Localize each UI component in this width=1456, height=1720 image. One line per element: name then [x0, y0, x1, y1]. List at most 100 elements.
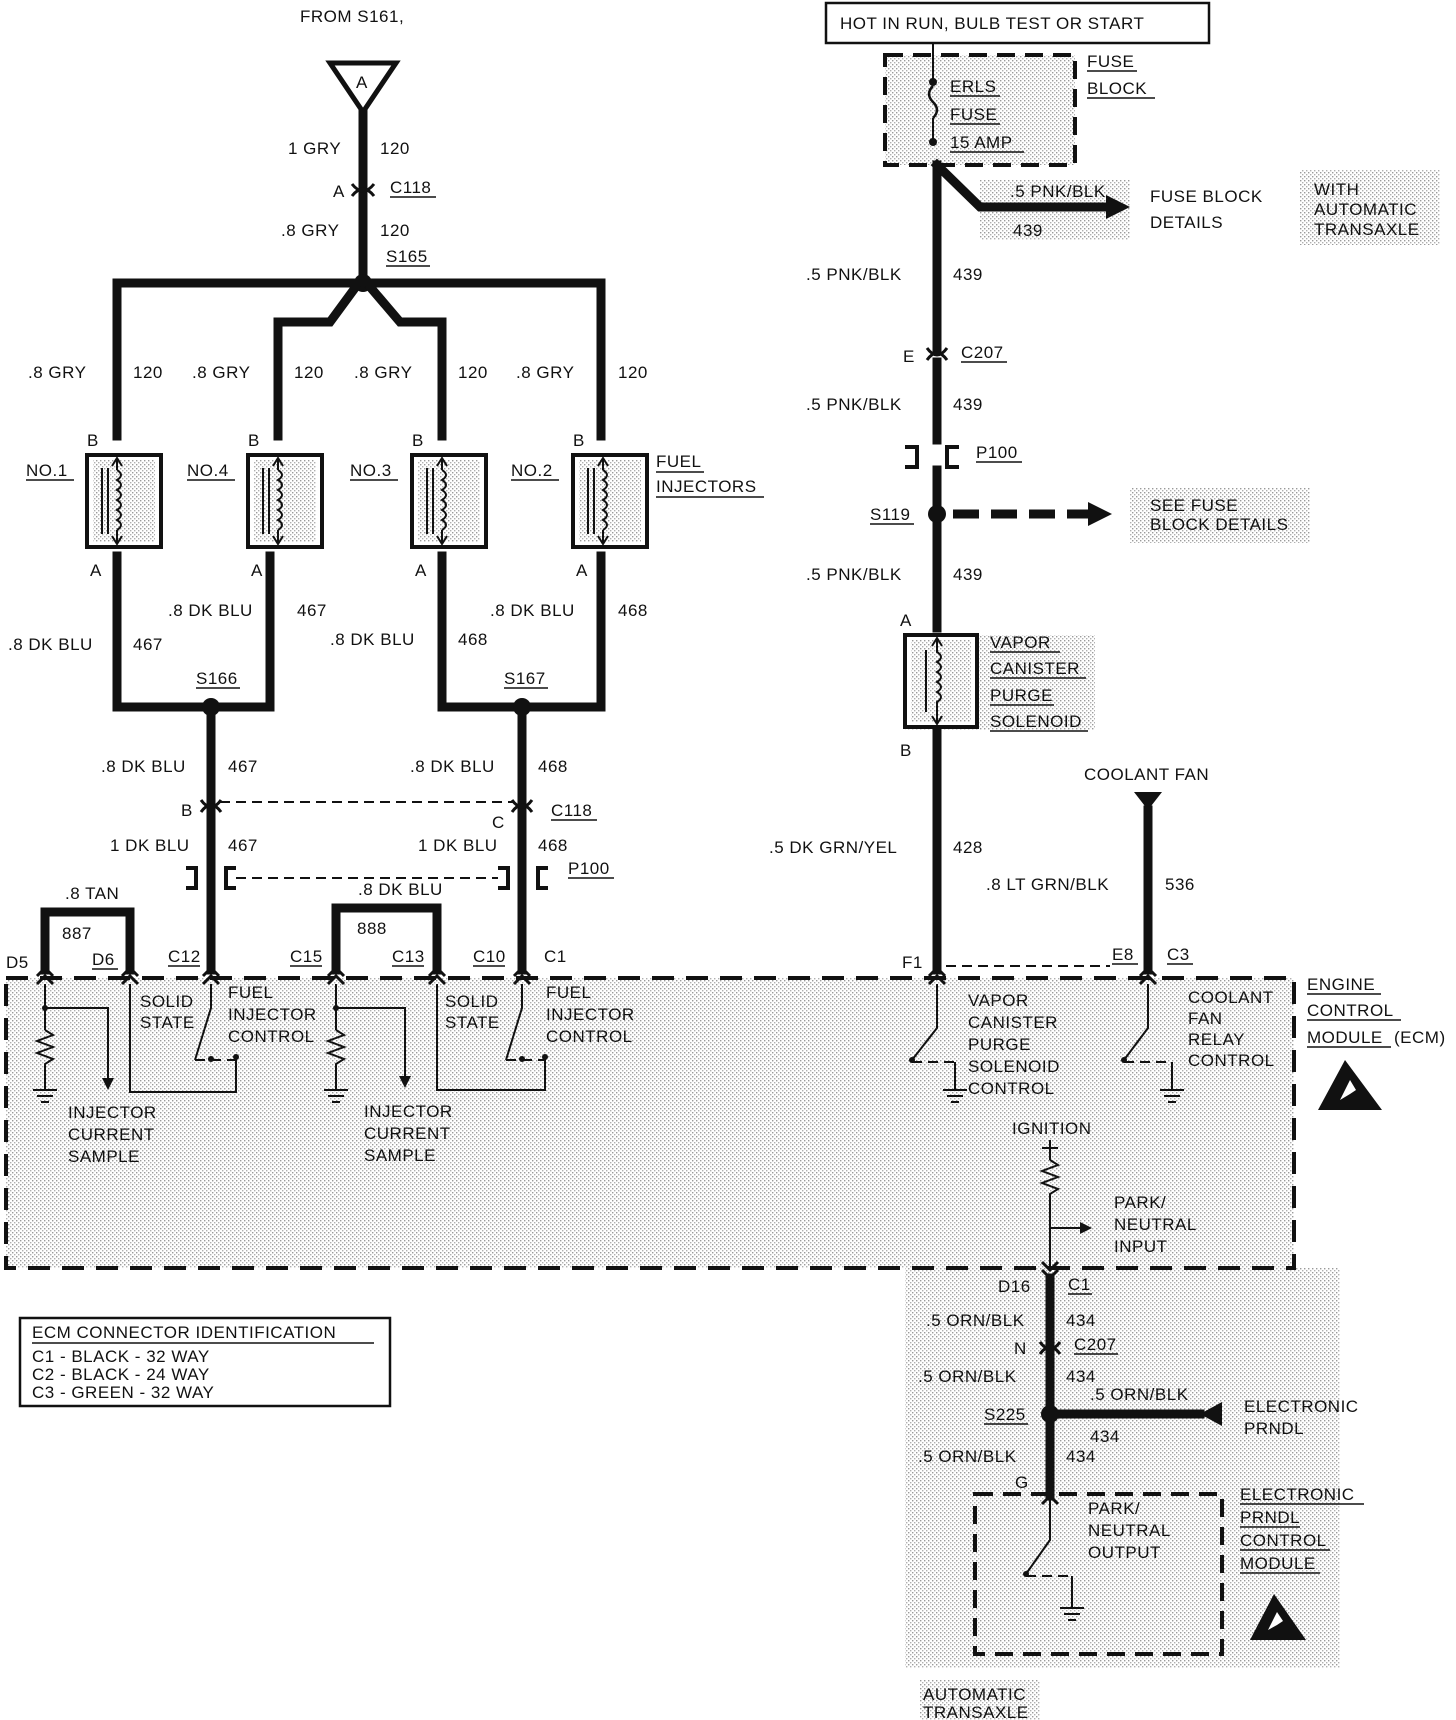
inj2-out-size: .8 DK BLU — [490, 601, 575, 620]
branch3-size: .8 GRY — [354, 363, 412, 382]
fuel-injectors-title-1: FUEL — [656, 452, 701, 471]
injector-no1-name: NO.1 — [26, 461, 68, 480]
ics-1a: INJECTOR — [68, 1103, 157, 1122]
c118-top-label: C118 — [390, 178, 431, 197]
injector-no1-pin-b: B — [87, 431, 99, 450]
pin-c13: C13 — [392, 947, 425, 966]
s166-label: S166 — [196, 669, 238, 688]
injector-no4-name: NO.4 — [187, 461, 229, 480]
c118-top-connector — [350, 183, 376, 197]
see-fuse-shade — [1130, 488, 1310, 543]
fuel-injectors-title-2: INJECTORS — [656, 477, 757, 496]
fbd-wire-num: 439 — [1013, 221, 1043, 240]
branch4-size: .8 GRY — [516, 363, 574, 382]
hot-in-run-label: HOT IN RUN, BULB TEST OR START — [840, 14, 1144, 33]
wire-8gry-num: 120 — [380, 221, 410, 240]
esd-warning-icon-2 — [1250, 1594, 1306, 1640]
hot-in-run-box — [824, 1, 1211, 45]
with-auto-shade — [1300, 170, 1440, 245]
mod-3: CONTROL — [1240, 1531, 1327, 1550]
vcps-label-4: SOLENOID — [990, 712, 1082, 731]
auto-trans-shade — [920, 1680, 1040, 1720]
cf-2: FAN — [1188, 1009, 1223, 1028]
mod-1: ELECTRONIC — [1240, 1485, 1355, 1504]
fuse-block-shade — [885, 55, 1075, 165]
solid-state-1a: SOLID — [140, 992, 194, 1011]
g-label: G — [1015, 1473, 1029, 1492]
ecm-shaded-area — [6, 978, 1294, 1268]
connector-id-row-1: C1 - BLACK - 32 WAY — [32, 1347, 210, 1366]
w467b-num: 467 — [228, 836, 258, 855]
p100-right-conn-1 — [905, 445, 919, 469]
mod-4: MODULE — [1240, 1554, 1316, 1573]
terminal-a-triangle — [325, 60, 401, 117]
connector-id-title: ECM CONNECTOR IDENTIFICATION — [32, 1323, 336, 1342]
c207-right-pin: E — [903, 347, 915, 366]
branch4-num: 120 — [618, 363, 648, 382]
fic-2c: CONTROL — [546, 1027, 633, 1046]
orn-1-size: .5 ORN/BLK — [926, 1311, 1025, 1330]
ecm-title-3: MODULE — [1307, 1028, 1383, 1047]
cf-1: COOLANT — [1188, 988, 1274, 1007]
ics-2b: CURRENT — [364, 1124, 451, 1143]
vpc-1: VAPOR — [968, 991, 1029, 1010]
mod-2: PRNDL — [1240, 1508, 1300, 1527]
pin-e8: E8 — [1112, 945, 1134, 964]
pin-c1: C1 — [544, 947, 567, 966]
fuse-block-label-2: BLOCK — [1087, 79, 1147, 98]
ics-2c: SAMPLE — [364, 1146, 436, 1165]
pno-3: OUTPUT — [1088, 1543, 1161, 1562]
tan-num: 887 — [62, 924, 92, 943]
s167-label: S167 — [504, 669, 546, 688]
c207-right-connector — [925, 347, 949, 361]
pnk-2-num: 439 — [953, 395, 983, 414]
vpc-4: SOLENOID — [968, 1057, 1060, 1076]
pin-c10: C10 — [473, 947, 506, 966]
pin-d6: D6 — [92, 950, 115, 969]
fuse-rating: 15 AMP — [950, 133, 1013, 152]
injector-no2-pin-b: B — [573, 431, 585, 450]
s225-wire-num: 434 — [1090, 1427, 1120, 1446]
fic-2a: FUEL — [546, 983, 591, 1002]
injector-no2: B A NO.2 — [511, 431, 649, 580]
s225-wire-size: .5 ORN/BLK — [1090, 1385, 1189, 1404]
ics-1c: SAMPLE — [68, 1147, 140, 1166]
c118-lower-c — [510, 799, 534, 813]
cf-4: CONTROL — [1188, 1051, 1275, 1070]
p100-right-bracket-1 — [498, 866, 510, 890]
orn-1-num: 434 — [1066, 1311, 1096, 1330]
inj1-out-num: 467 — [133, 635, 163, 654]
ics-1b: CURRENT — [68, 1125, 155, 1144]
with-auto-1: WITH — [1314, 180, 1359, 199]
coolant-fan-label: COOLANT FAN — [1084, 765, 1209, 784]
fic-1a: FUEL — [228, 983, 273, 1002]
injector-no2-name: NO.2 — [511, 461, 553, 480]
fbd-label-1: FUSE BLOCK — [1150, 187, 1263, 206]
pnk-3-size: .5 PNK/BLK — [806, 565, 902, 584]
eprndl-1: ELECTRONIC — [1244, 1397, 1359, 1416]
vcps-label-1: VAPOR — [990, 633, 1051, 652]
prndl-module-box — [973, 1492, 1224, 1656]
solid-state-2b: STATE — [445, 1013, 500, 1032]
vcps-label-2: CANISTER — [990, 659, 1080, 678]
eprndl-2: PRNDL — [1244, 1419, 1304, 1438]
fic-1c: CONTROL — [228, 1027, 315, 1046]
auto-trans-2: TRANSAXLE — [923, 1703, 1029, 1720]
orn-3-num: 434 — [1066, 1447, 1096, 1466]
injector-no4-pin-b: B — [248, 431, 260, 450]
vcps-label-3: PURGE — [990, 686, 1053, 705]
pno-2: NEUTRAL — [1088, 1521, 1171, 1540]
branch2-num: 120 — [294, 363, 324, 382]
c207-trans-connector — [1038, 1341, 1062, 1355]
auto-trans-1: AUTOMATIC — [923, 1685, 1026, 1704]
injector-no3-pin-a: A — [415, 561, 427, 580]
injector-no1: B A NO.1 — [26, 431, 163, 580]
solid-state-2a: SOLID — [445, 992, 499, 1011]
injector-no4-pin-a: A — [251, 561, 263, 580]
w467-size: .8 DK BLU — [101, 757, 186, 776]
inj3-out-num: 468 — [458, 630, 488, 649]
with-auto-2: AUTOMATIC — [1314, 200, 1417, 219]
injector-no3: B A NO.3 — [350, 431, 488, 580]
fuse-block-box — [883, 53, 1077, 167]
vcps-pin-a: A — [900, 611, 912, 630]
